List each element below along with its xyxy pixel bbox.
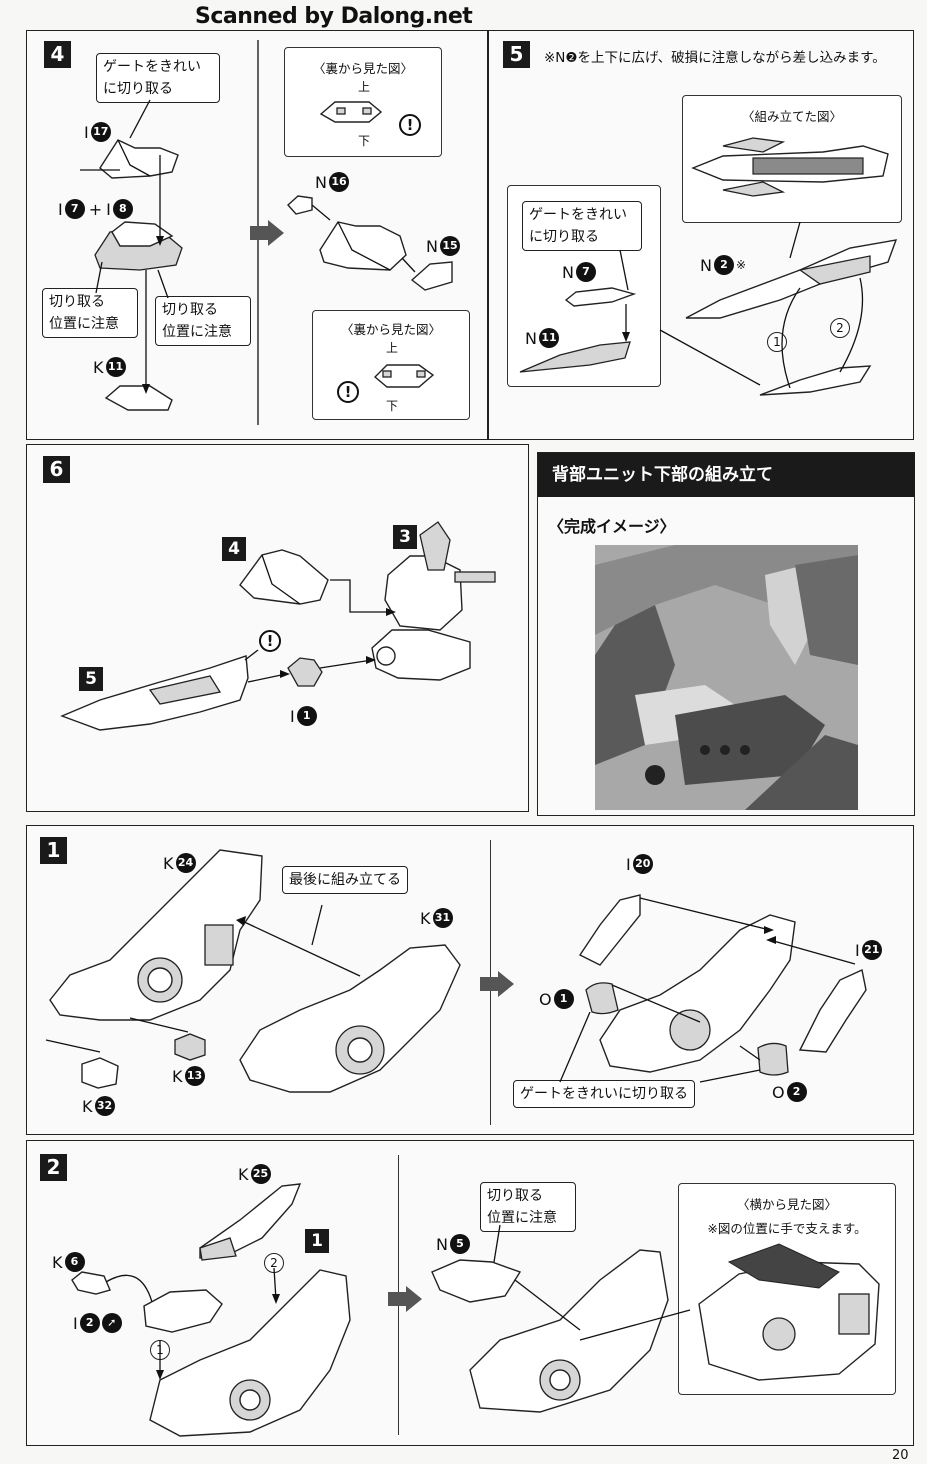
step4-flow-arrow-body [250,226,268,240]
step4-number: 4 [44,41,71,68]
step6-ref-5: 5 [79,667,103,691]
step5-drawings [519,221,898,396]
image-caption: 〈完成イメージ〉 [548,517,676,536]
step6-number: 6 [43,456,70,483]
warning-icon: ! [399,114,421,136]
warning-icon: ! [259,630,281,652]
step4-flow-arrow-head [268,220,284,246]
step4-cut-callout-right: 切り取る 位置に注意 [155,296,251,346]
step1-drawings [45,849,867,1093]
step2-number: 2 [40,1154,67,1181]
warning-icon: ! [337,381,359,403]
step1-number: 1 [40,837,67,864]
step2-flow-arrow-body [388,1292,406,1306]
completed-image [595,545,858,810]
step6-drawings [60,521,496,731]
step2-side-view: 〈横から見た図〉 ※図の位置に手で支えます。 [678,1183,896,1395]
step5-note: ※N❷を上下に広げ、破損に注意しながら差し込みます。 [544,50,886,66]
step4-back-view-bottom: 〈裏から見た図〉 上 下 ! [312,310,470,420]
step2-cut-callout: 切り取る 位置に注意 [480,1182,576,1232]
step5-assembled-view: 〈組み立てた図〉 [682,95,902,223]
step4-cut-callout-left: 切り取る 位置に注意 [42,288,138,338]
page-number: 20 [892,1448,909,1463]
step4-drawings [80,40,453,425]
step1-gate-callout: ゲートをきれいに切り取る [513,1080,695,1108]
step5-order-2: 2 [830,318,850,338]
top-divider [487,30,489,440]
step5-number: 5 [503,41,530,68]
step2-ref-1: 1 [305,1229,329,1253]
step2-flow-arrow-head [406,1286,422,1312]
step4-gate-callout: ゲートをきれい に切り取る [96,53,220,103]
step1-last-callout: 最後に組み立てる [282,866,408,894]
step1-flow-arrow-body [480,977,498,991]
step1-flow-arrow-head [498,971,514,997]
step5-gate-callout: ゲートをきれい に切り取る [522,201,642,251]
step4-back-view-top: 〈裏から見た図〉 上 下 ! [284,47,442,157]
step6-ref-4: 4 [222,537,246,561]
step6-panel [26,444,529,812]
step6-ref-3: 3 [393,525,417,549]
section-title: 背部ユニット下部の組み立て [538,453,915,497]
scan-credit: Scanned by Dalong.net [195,4,473,29]
